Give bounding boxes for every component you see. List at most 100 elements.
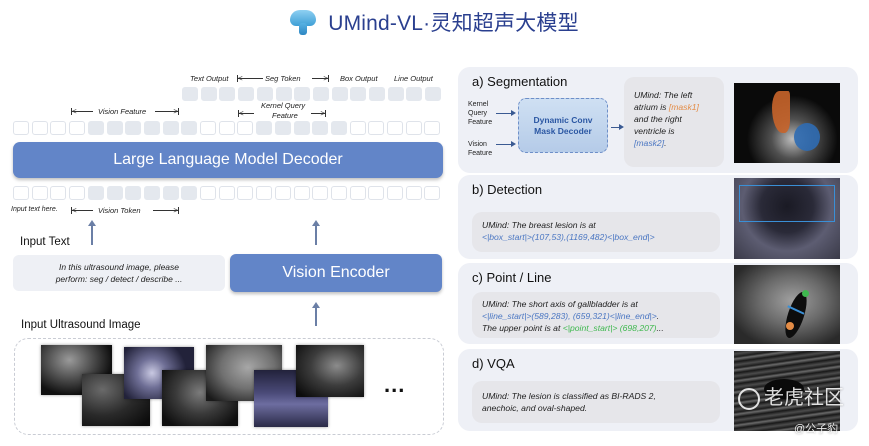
kernel-query-right-arrow: >	[311, 109, 326, 118]
token	[330, 186, 347, 200]
token	[87, 186, 104, 200]
token	[200, 121, 216, 135]
vqa-response: UMind: The lesion is classified as BI-RA…	[472, 381, 720, 423]
input-text-box: In this ultrasound image, please perform…	[13, 255, 225, 291]
upper-point-marker	[802, 290, 809, 297]
point-line-card: c) Point / Line UMind: The short axis of…	[458, 263, 858, 344]
detection-title: b) Detection	[472, 182, 543, 197]
token	[293, 121, 310, 135]
token	[219, 87, 236, 101]
oval-lesion	[764, 379, 804, 399]
vision-feature-left-arrow: <	[71, 107, 93, 116]
ultrasound-image-kidney	[296, 345, 364, 397]
mask2-overlay	[794, 123, 820, 151]
token	[294, 87, 311, 101]
token	[387, 186, 403, 200]
text-output-label: Text Output	[190, 74, 229, 83]
token	[162, 121, 179, 135]
token	[405, 121, 422, 135]
token	[87, 121, 104, 135]
header: UMind-VL·灵知超声大模型	[0, 0, 869, 44]
token	[350, 87, 367, 101]
token	[369, 87, 385, 101]
segmentation-response: UMind: The left atrium is [mask1] and th…	[624, 77, 724, 167]
token	[256, 186, 273, 200]
line-output-label: Line Output	[394, 74, 433, 83]
seg-token-right-arrow: >	[312, 74, 329, 83]
token	[349, 186, 366, 200]
kernel-query-feature-label: Kernel Query Feature	[468, 101, 493, 126]
token	[162, 186, 179, 200]
token	[69, 186, 86, 200]
token	[182, 87, 198, 101]
vision-token-right-arrow: >	[153, 206, 179, 215]
token	[424, 121, 441, 135]
token	[238, 87, 255, 101]
token	[406, 87, 423, 101]
breast-ultrasound-image	[734, 178, 840, 259]
token	[218, 186, 235, 200]
point-line-title: c) Point / Line	[472, 270, 552, 285]
decoder-output-arrow-icon	[611, 124, 624, 130]
token	[312, 121, 329, 135]
token	[181, 186, 198, 200]
text-up-arrow-icon	[88, 220, 96, 245]
detection-response: UMind: The breast lesion is at <|box_sta…	[472, 212, 720, 252]
token	[106, 121, 123, 135]
input-text-heading: Input Text	[20, 236, 70, 248]
kernel-arrow-icon	[496, 110, 516, 116]
token	[368, 186, 385, 200]
token	[274, 121, 291, 135]
mask-decoder-block: Dynamic Conv Mask Decoder	[518, 98, 608, 153]
vision-encoder-block: Vision Encoder	[230, 254, 442, 292]
echocardiogram-image	[734, 83, 840, 163]
llm-decoder-block: Large Language Model Decoder	[13, 142, 443, 178]
segmentation-title: a) Segmentation	[472, 74, 568, 89]
vision-feature-right-arrow: >	[155, 107, 179, 116]
token	[218, 121, 235, 135]
encoder-up-arrow-icon	[312, 220, 320, 245]
vision-arrow-icon	[496, 141, 516, 147]
token	[143, 121, 160, 135]
kernel-query-label-line1: Kernel Query	[261, 101, 306, 110]
watermark-text: 老虎社区	[738, 381, 844, 410]
detection-card: b) Detection UMind: The breast lesion is…	[458, 175, 858, 259]
token	[106, 186, 123, 200]
token	[237, 186, 254, 200]
token	[181, 121, 198, 135]
token	[331, 87, 348, 101]
lower-point-marker	[786, 322, 794, 330]
token	[143, 186, 160, 200]
mask1-overlay	[772, 91, 790, 133]
token	[200, 186, 216, 200]
vision-feature-input-label: Vision Feature	[468, 141, 493, 157]
vqa-title: d) VQA	[472, 356, 515, 371]
detection-bounding-box	[739, 185, 835, 222]
token	[13, 121, 29, 135]
input-image-tray	[14, 338, 444, 435]
token	[237, 121, 254, 135]
token	[349, 121, 366, 135]
token	[387, 87, 404, 101]
vision-token-left-arrow: <	[71, 206, 93, 215]
token	[424, 186, 441, 200]
seg-token-label: Seg Token	[265, 74, 301, 83]
token	[275, 87, 292, 101]
more-images-ellipsis: ...	[384, 372, 406, 397]
token	[13, 186, 29, 200]
input-text-here-label: Input text here.	[11, 206, 58, 213]
kernel-query-left-arrow: <	[238, 109, 254, 118]
token	[387, 121, 403, 135]
token	[256, 121, 273, 135]
token	[274, 186, 291, 200]
point-line-response: UMind: The short axis of gallbladder is …	[472, 292, 720, 338]
input-image-heading: Input Ultrasound Image	[21, 319, 141, 331]
gallbladder-region	[780, 289, 812, 341]
page-title: UMind-VL·灵知超声大模型	[328, 12, 579, 35]
token	[368, 121, 385, 135]
token	[31, 121, 48, 135]
token	[405, 186, 422, 200]
gallbladder-ultrasound-image	[734, 265, 840, 344]
watermark-logo-icon	[738, 387, 760, 410]
token	[125, 121, 142, 135]
